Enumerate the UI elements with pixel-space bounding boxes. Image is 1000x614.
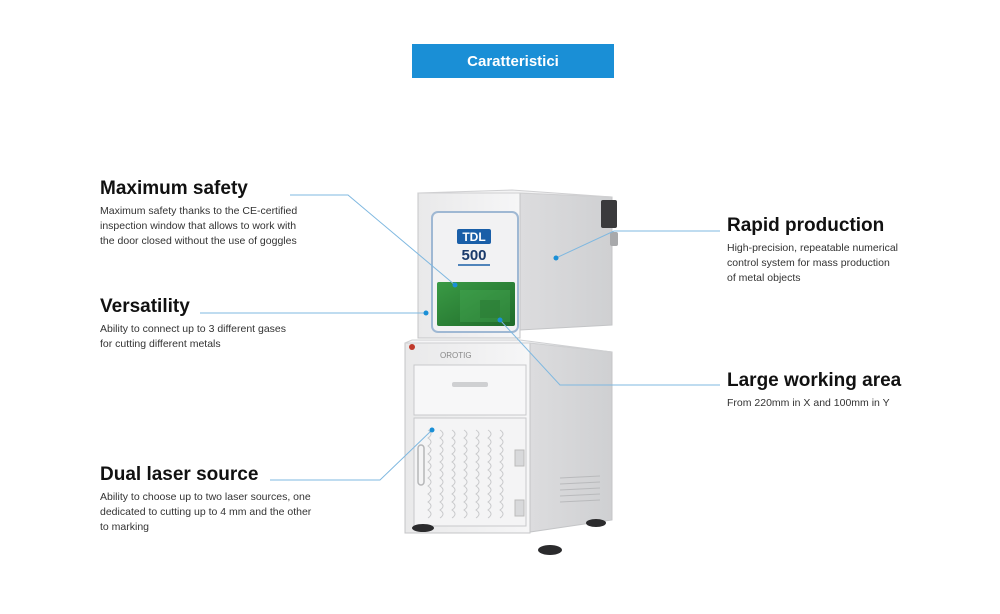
foot	[538, 545, 562, 555]
feature-description: Maximum safety thanks to the CE-certifie…	[100, 204, 297, 249]
desc-line: of metal objects	[727, 272, 801, 284]
desc-line: to marking	[100, 521, 150, 533]
lower-base: OROTIG MADE IN ITALY	[404, 339, 613, 555]
desc-line: dedicated to cutting up to 4 mm and the …	[100, 506, 312, 518]
feature-description: Ability to connect up to 3 different gas…	[100, 322, 286, 352]
feature-description: From 220mm in X and 100mm in Y	[727, 396, 901, 411]
desc-line: the door closed without the use of goggl…	[100, 235, 297, 247]
marker-dot	[553, 255, 559, 261]
feature-description: High-precision, repeatable numerical con…	[727, 241, 898, 286]
leader-safety	[290, 194, 456, 286]
desc-line: control system for mass production	[727, 257, 890, 269]
feature-title: Dual laser source	[100, 464, 259, 485]
vent-icon	[601, 200, 617, 228]
feature-title: Rapid production	[727, 215, 885, 236]
logo-bottom: 500	[461, 247, 486, 264]
vented-door	[413, 417, 527, 527]
desc-line: Ability to choose up to two laser source…	[100, 491, 311, 503]
desc-line: Ability to connect up to 3 different gas…	[100, 323, 287, 335]
feature-title: Maximum safety	[100, 178, 248, 199]
feature-large-working-area: Large working area From 220mm in X and 1…	[727, 370, 901, 411]
leader-area	[499, 319, 720, 386]
feature-title: Versatility	[100, 296, 190, 317]
marker-dot	[429, 427, 435, 433]
logo-badge	[457, 229, 491, 244]
connector-icon	[610, 232, 618, 246]
marker-dot	[423, 310, 429, 316]
foot	[586, 519, 606, 527]
desc-line: for cutting different metals	[100, 338, 221, 350]
feature-dual-laser-source: Dual laser source Ability to choose up t…	[100, 464, 311, 535]
drawer-handle	[452, 382, 488, 387]
leader-rapid	[555, 230, 720, 259]
desc-line: inspection window that allows to work wi…	[100, 220, 297, 232]
marker-dot	[497, 317, 503, 323]
leader-lines	[200, 194, 720, 481]
drawer	[413, 364, 527, 416]
feature-versatility: Versatility Ability to connect up to 3 d…	[100, 296, 286, 352]
feature-rapid-production: Rapid production High-precision, repeata…	[727, 215, 898, 286]
feature-title: Large working area	[727, 370, 902, 391]
foot	[412, 524, 434, 532]
desc-line: Maximum safety thanks to the CE-certifie…	[100, 205, 298, 217]
brand-label: OROTIG	[440, 351, 472, 360]
upper-cabinet: TDL 500	[417, 189, 618, 339]
leader-dual	[270, 429, 433, 481]
desc-line: From 220mm in X and 100mm in Y	[727, 397, 890, 409]
emergency-button-icon	[409, 344, 415, 350]
caratteristici-button[interactable]: Caratteristici	[412, 44, 614, 78]
logo-top: TDL	[462, 230, 485, 244]
feature-description: Ability to choose up to two laser source…	[100, 490, 311, 535]
feature-maximum-safety: Maximum safety Maximum safety thanks to …	[100, 178, 297, 249]
desc-line: High-precision, repeatable numerical	[727, 242, 899, 254]
marker-dot	[452, 282, 458, 288]
